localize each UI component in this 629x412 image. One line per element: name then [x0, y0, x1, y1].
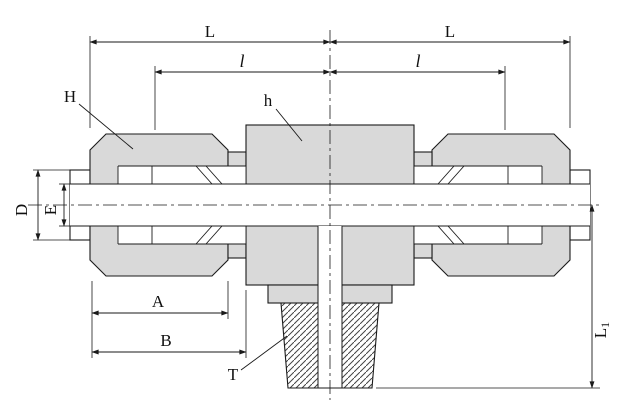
dim-label-L1-main: L — [591, 328, 610, 338]
dim-label-T: T — [228, 365, 239, 384]
dim-label-l-right: l — [415, 51, 420, 71]
dim-label-L-right: L — [445, 22, 455, 41]
centerlines — [28, 30, 600, 400]
leader-H — [78, 103, 134, 150]
dim-label-A: A — [152, 292, 165, 311]
leader-lines — [78, 103, 303, 371]
dim-label-B: B — [160, 331, 171, 350]
leader-T — [240, 335, 288, 371]
dimension-labels: L L l l H h D E A B T L1 — [12, 22, 612, 384]
dimension-lines — [35, 39, 595, 389]
dim-label-h: h — [264, 91, 273, 110]
extension-lines — [33, 36, 600, 389]
dim-label-E: E — [41, 205, 60, 215]
dim-label-H: H — [64, 87, 76, 106]
dim-label-l-left: l — [239, 51, 244, 71]
dim-label-D: D — [12, 204, 31, 216]
dim-label-L1-sub: 1 — [598, 322, 612, 328]
leader-h — [275, 108, 303, 142]
dim-label-L-left: L — [205, 22, 215, 41]
dim-label-L1: L1 — [591, 322, 612, 338]
